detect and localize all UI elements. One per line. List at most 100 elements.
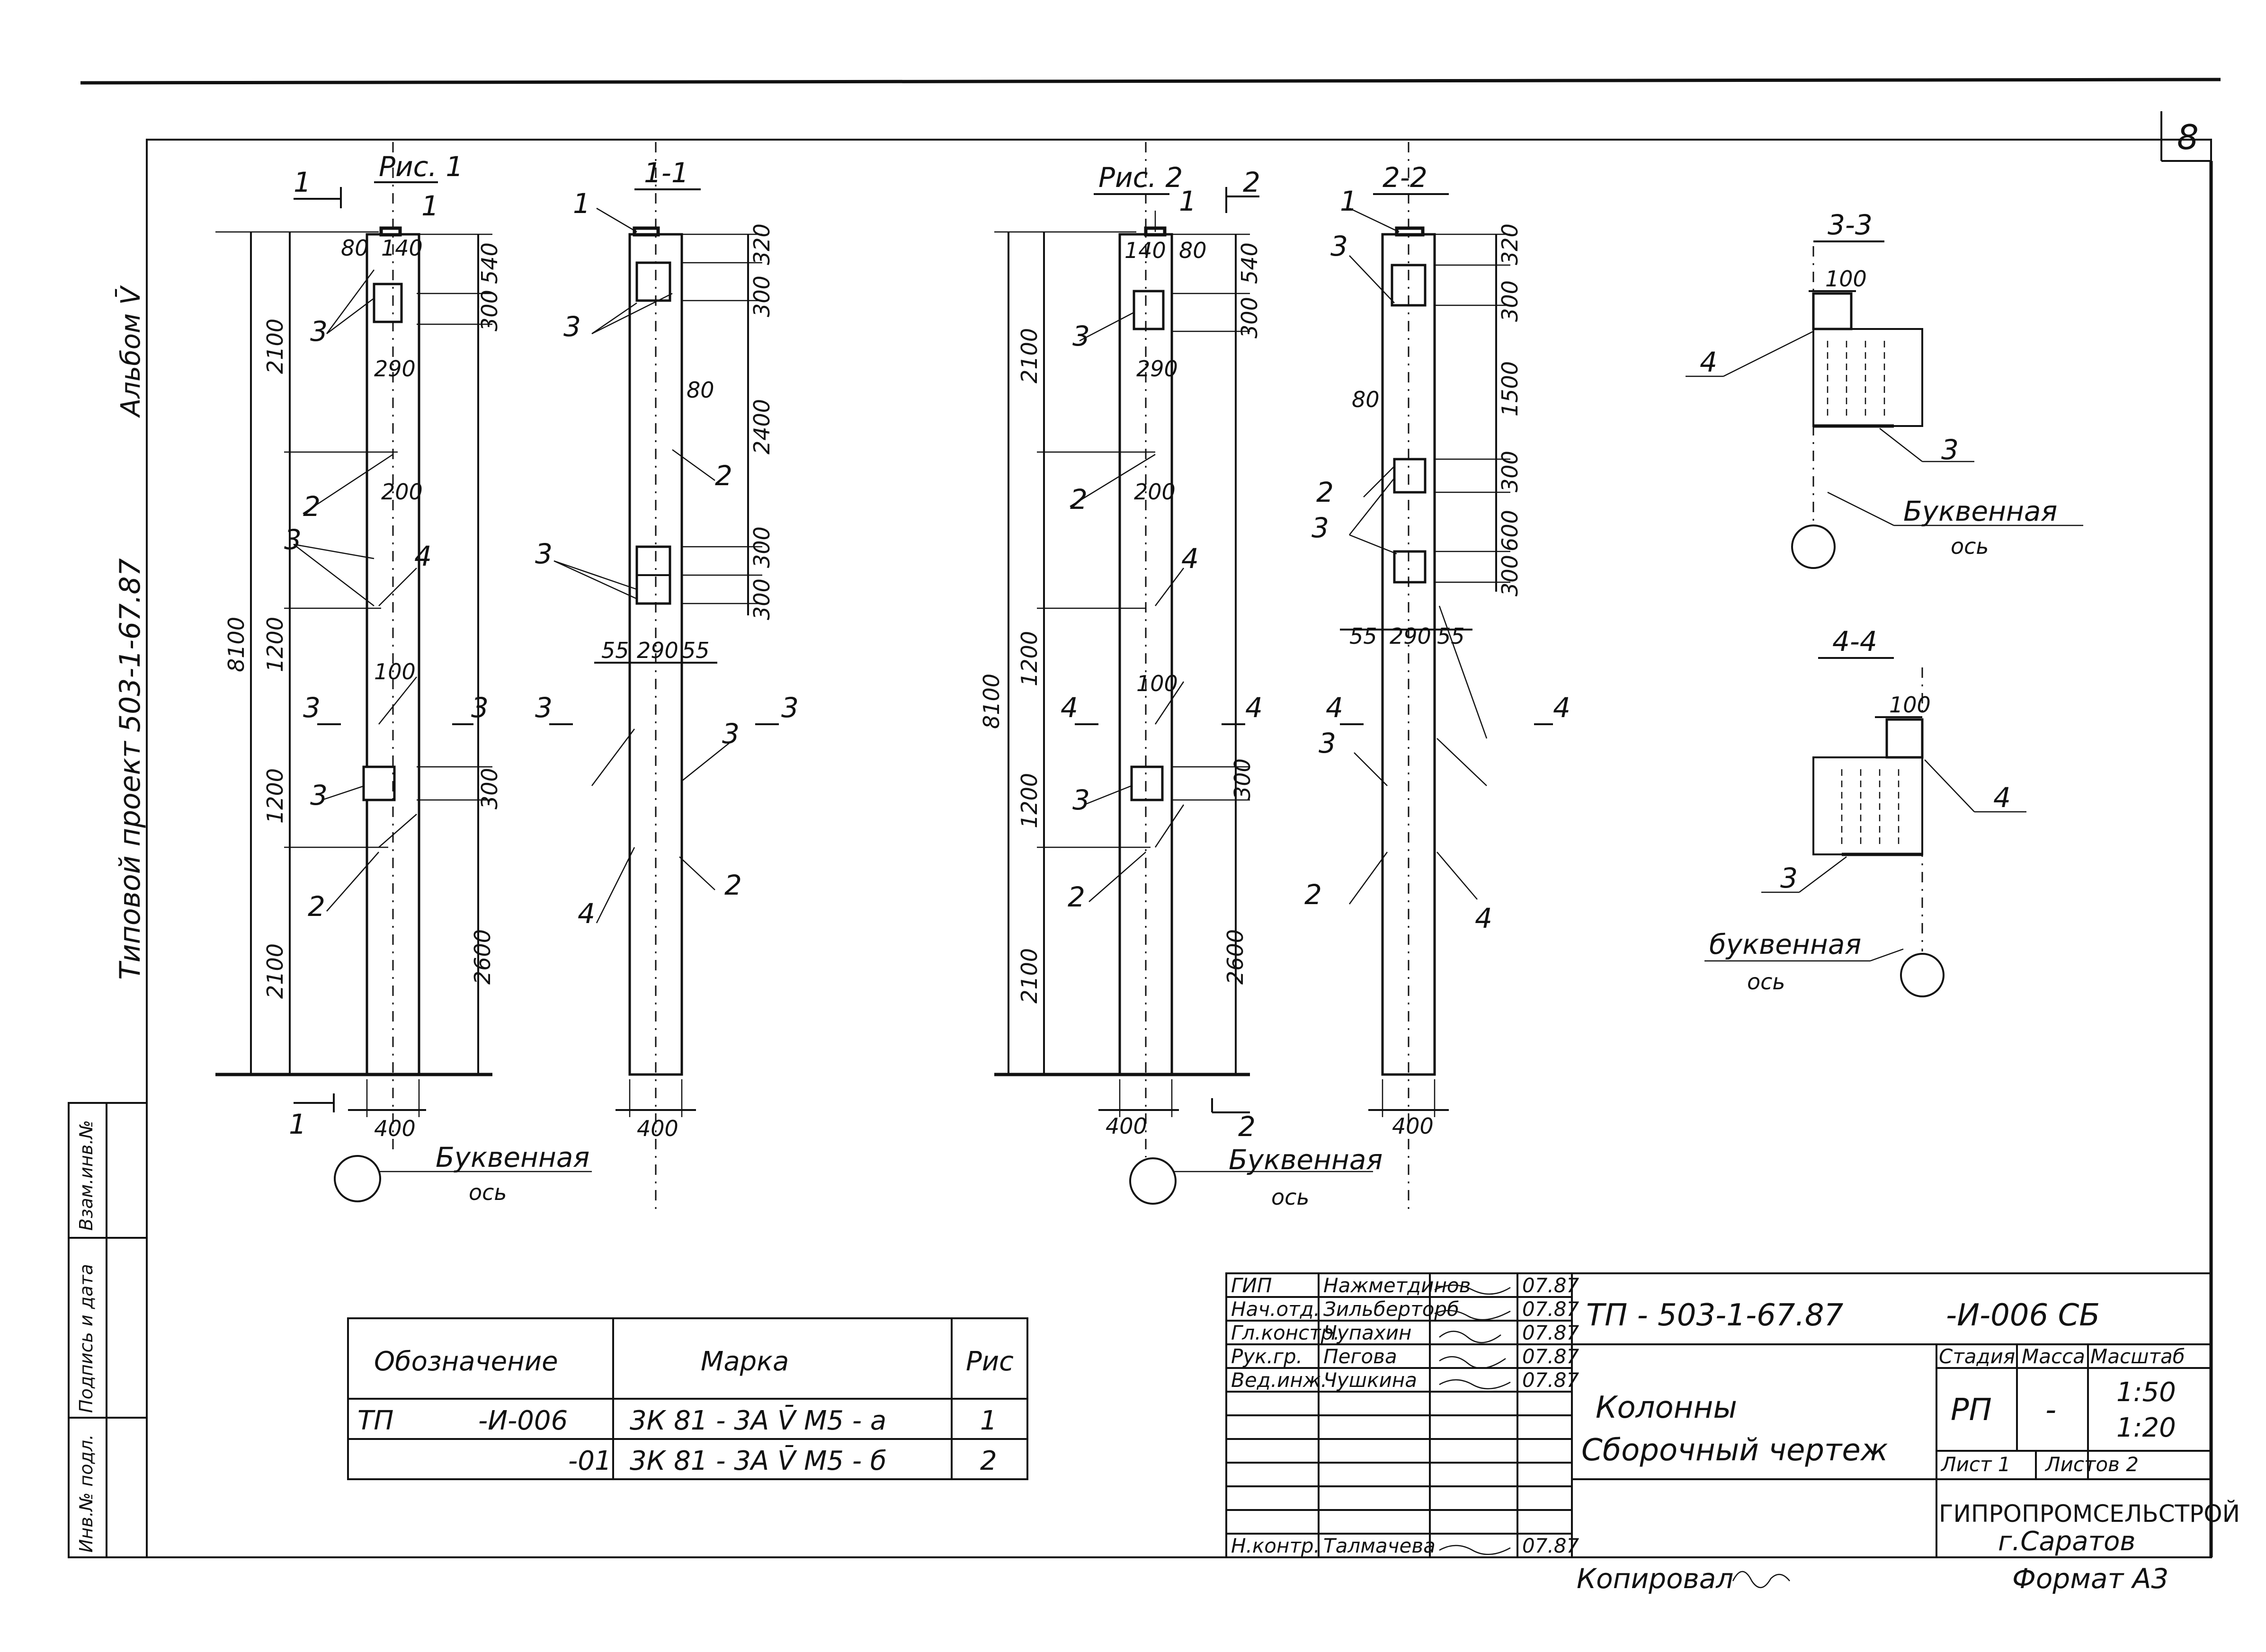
mark-2: 2 — [724, 869, 742, 901]
top-plate — [379, 226, 402, 237]
dim-290: 290 — [374, 356, 416, 382]
mark-1: 1 — [573, 187, 590, 220]
dim-2600: 2600 — [1222, 929, 1248, 985]
axis-label: ось — [1271, 1184, 1310, 1210]
mark-3: 3 — [1780, 862, 1798, 894]
dim-290: 290 — [1390, 623, 1431, 649]
dim-540: 540 — [1237, 242, 1262, 284]
signer-date: 07.87 — [1522, 1274, 1579, 1297]
embedded-plate — [362, 765, 396, 801]
axis-bubble — [1791, 524, 1836, 569]
spec-header-mark: Марка — [701, 1346, 789, 1377]
signer-role: Гл.констр. — [1231, 1321, 1340, 1344]
tb-name-line2: Сборочный чертеж — [1581, 1433, 1888, 1468]
dim-100: 100 — [1825, 266, 1867, 292]
mark-3: 3 — [1072, 320, 1090, 352]
signer-date: 07.87 — [1522, 1321, 1579, 1344]
spec-header-designation: Обозначение — [374, 1346, 558, 1377]
dim-300: 300 — [1497, 280, 1523, 322]
dim-100: 100 — [374, 659, 416, 684]
section-mark-3: 3 — [471, 692, 489, 724]
embedded-plate — [1393, 550, 1427, 584]
dim-100: 100 — [1889, 692, 1931, 718]
sec11-title: 1-1 — [644, 157, 689, 189]
axis-label: ось — [469, 1180, 507, 1205]
dim-100: 100 — [1136, 671, 1178, 696]
title-block: ГИП Нажметдинов 07.87 Нач.отд. Зильберто… — [1225, 1272, 2240, 1558]
dim-300: 300 — [749, 275, 775, 317]
dim-55: 55 — [1349, 623, 1377, 649]
axis-bubble — [1129, 1157, 1177, 1205]
embedded-plate — [373, 283, 403, 323]
mark-2: 2 — [715, 460, 732, 492]
mark-1: 1 — [1179, 185, 1196, 217]
signer-date: 07.87 — [1522, 1297, 1579, 1321]
spec-row1-designation: -И-006 — [478, 1405, 568, 1436]
dim-300: 300 — [1497, 555, 1523, 596]
signer-role: Нач.отд. — [1231, 1297, 1320, 1321]
mark-3: 3 — [1072, 784, 1090, 816]
embedded-plate — [635, 261, 671, 302]
mark-3: 3 — [310, 779, 328, 811]
section-mark-4: 4 — [1061, 692, 1078, 724]
mark-3: 3 — [722, 718, 740, 750]
dim-2400: 2400 — [749, 399, 775, 454]
tb-sheets: Листов 2 — [2044, 1453, 2139, 1476]
section-3-3: 3-3 100 4 3 Буквенная ось — [1686, 209, 2083, 569]
dim-2100-top: 2100 — [262, 319, 288, 374]
section-2-2: 2-2 320 300 1500 300 600 300 80 55 290 5… — [1304, 142, 1570, 1212]
dim-290: 290 — [637, 638, 678, 663]
signer-role: Н.контр. — [1231, 1534, 1320, 1557]
tb-code: ТП - 503-1-67.87 — [1586, 1298, 1844, 1333]
mark-2: 2 — [1068, 881, 1085, 913]
mark-1: 1 — [1340, 185, 1357, 217]
spec-row2-mark: 3К 81 - 3А V̄ М5 - б — [630, 1446, 886, 1476]
dim-1200: 1200 — [1017, 773, 1042, 828]
dim-140: 140 — [381, 235, 423, 261]
axis-label: ось — [1951, 533, 1989, 559]
page-number: 8 — [2177, 117, 2199, 157]
stamp-vzam-inv: Взам.инв.№ — [76, 1120, 97, 1231]
dim-400: 400 — [1106, 1113, 1147, 1139]
axis-label: Буквенная — [436, 1141, 589, 1173]
dim-300: 300 — [1497, 451, 1523, 492]
mark-2: 2 — [1304, 879, 1322, 911]
dim-200: 200 — [1134, 479, 1176, 505]
section-mark-3: 3 — [535, 692, 553, 724]
dim-80: 80 — [687, 377, 714, 403]
dim-80: 80 — [341, 235, 369, 261]
dim-200: 200 — [381, 479, 423, 505]
copier-signature — [1732, 1571, 1790, 1589]
signer-date: 07.87 — [1522, 1345, 1579, 1368]
dim-290: 290 — [1136, 356, 1178, 382]
sec44-title: 4-4 — [1832, 625, 1877, 657]
figure-2-column-elevation: Рис. 2 8100 2100 1200 1200 2100 540 300 … — [979, 142, 1383, 1210]
dim-300: 300 — [477, 768, 502, 809]
tb-scale-header: Масштаб — [2090, 1345, 2185, 1368]
mark-2: 2 — [303, 490, 321, 523]
side-project-text: Типовой проект 503-1-67.87 — [114, 558, 147, 980]
mark-4: 4 — [578, 897, 595, 930]
tb-stage-header: Стадия — [1939, 1345, 2015, 1368]
dim-540: 540 — [477, 242, 502, 284]
dim-1200: 1200 — [262, 768, 288, 824]
tb-scale1: 1:50 — [2116, 1377, 2176, 1408]
spec-row1-fig: 1 — [980, 1405, 997, 1436]
section-mark-2: 2 — [1238, 1110, 1256, 1143]
signer-date: 07.87 — [1522, 1368, 1579, 1392]
dim-300: 300 — [749, 526, 775, 568]
mark-4: 4 — [1181, 542, 1199, 575]
mark-3: 3 — [1319, 727, 1336, 759]
dim-400: 400 — [374, 1116, 416, 1141]
signer-name: Чупахин — [1323, 1321, 1411, 1344]
axis-label: ось — [1747, 969, 1785, 995]
axis-bubble — [334, 1155, 381, 1202]
section-1-1: 1-1 320 300 2400 300 300 80 55 290 55 40… — [535, 142, 799, 1212]
dim-300: 300 — [477, 290, 502, 331]
dim-80: 80 — [1352, 387, 1380, 412]
left-stamp-strip — [68, 1102, 148, 1558]
dim-300: 300 — [1237, 297, 1262, 338]
mark-2: 2 — [1316, 476, 1334, 508]
tb-stage: РП — [1951, 1393, 1992, 1428]
axis-label: Буквенная — [1903, 495, 2057, 527]
